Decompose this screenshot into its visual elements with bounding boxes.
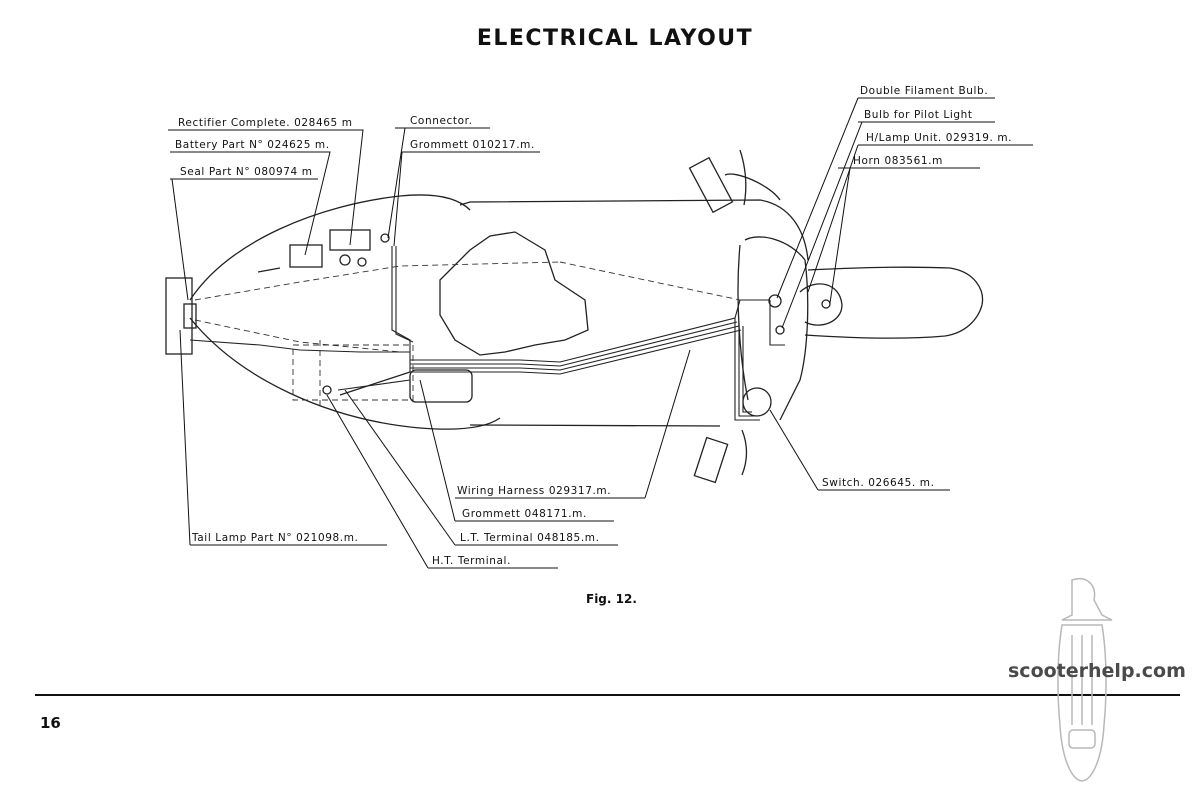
battery-icon: [289, 244, 323, 268]
label-connector: Connector.: [410, 115, 473, 127]
label-hlamp-unit: H/Lamp Unit. 029319. m.: [866, 132, 1012, 144]
components: [257, 229, 785, 417]
scooter-watermark-icon: [1057, 578, 1113, 782]
watermark-text: scooterhelp.com: [1008, 660, 1186, 682]
label-switch: Switch. 026645. m.: [822, 477, 935, 489]
wiring-harness: [189, 246, 785, 421]
label-wiring-harness: Wiring Harness 029317.m.: [457, 485, 611, 497]
label-pilot-bulb: Bulb for Pilot Light: [864, 109, 973, 121]
label-rectifier: Rectifier Complete. 028465 m: [178, 117, 353, 129]
label-lt-terminal: L.T. Terminal 048185.m.: [460, 532, 600, 544]
page-number: 16: [40, 714, 61, 732]
figure-caption: Fig. 12.: [586, 592, 637, 606]
hidden-detail-lines: [194, 261, 741, 405]
connector-icon: [380, 233, 390, 243]
label-tail-lamp: Tail Lamp Part N° 021098.m.: [191, 532, 359, 544]
page-divider: [35, 694, 1180, 696]
label-battery: Battery Part N° 024625 m.: [175, 139, 330, 151]
label-horn: Horn 083561.m: [853, 155, 943, 167]
engine-block: [409, 369, 473, 403]
page-title: ELECTRICAL LAYOUT: [476, 26, 754, 51]
scooter-body-outline: [165, 149, 984, 484]
rectifier-icon: [329, 229, 371, 251]
label-ht-terminal: H.T. Terminal.: [432, 555, 511, 567]
ht-terminal-icon: [322, 385, 332, 395]
label-grommett-top: Grommett 010217.m.: [410, 139, 535, 151]
label-double-filament-bulb: Double Filament Bulb.: [860, 85, 988, 97]
label-seal: Seal Part N° 080974 m: [180, 166, 313, 178]
label-grommett-bottom: Grommett 048171.m.: [462, 508, 587, 520]
leader-lines: [168, 97, 1033, 569]
